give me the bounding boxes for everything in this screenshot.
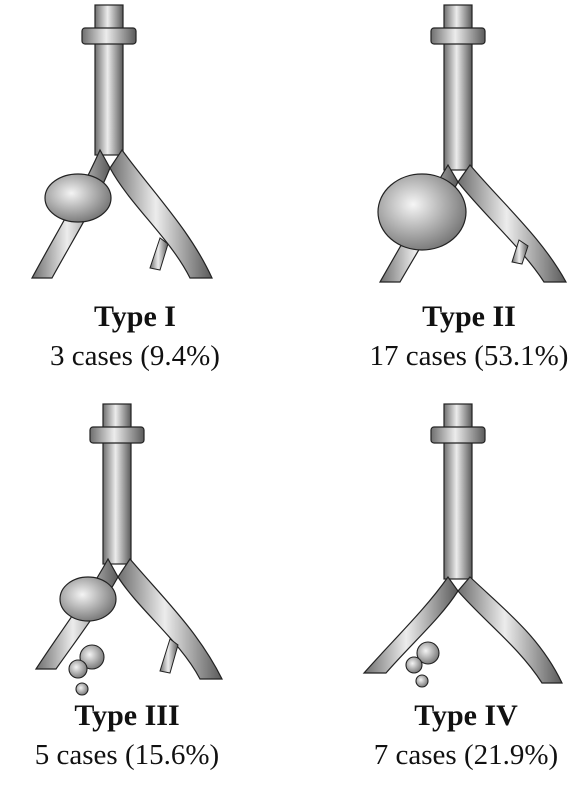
tracheal-ring [431,28,485,44]
airway-illustration-type-1 [0,0,294,300]
saccule [76,683,88,695]
tracheal-ring [90,427,144,443]
saccule [416,675,428,687]
type-title: Type I [0,300,282,334]
panel-type-3: Type III 5 cases (15.6%) [0,399,294,798]
airway-illustration-type-4 [294,399,588,699]
type-title: Type IV [319,699,588,733]
saccule [406,657,422,673]
type-title: Type III [0,699,274,733]
airway-illustration-type-3 [0,399,294,699]
bronchial-dilatation [60,577,116,621]
left-bronchus [458,165,566,282]
saccule [69,660,87,678]
case-stat: 17 cases (53.1%) [322,340,588,373]
bronchial-dilatation [378,174,466,250]
tracheal-ring [82,28,136,44]
sub-branch [150,238,168,270]
sub-branch [160,639,178,673]
tracheal-ring [431,427,485,443]
left-bronchus [458,577,562,683]
bronchial-dilatation [45,174,111,222]
panel-type-2: Type II 17 cases (53.1%) [294,0,588,399]
airway-illustration-type-2 [294,0,588,300]
panel-type-1: Type I 3 cases (9.4%) [0,0,294,399]
case-stat: 5 cases (15.6%) [0,739,274,772]
case-stat: 7 cases (21.9%) [319,739,588,772]
case-stat: 3 cases (9.4%) [0,340,282,373]
type-title: Type II [322,300,588,334]
panel-type-4: Type IV 7 cases (21.9%) [294,399,588,798]
